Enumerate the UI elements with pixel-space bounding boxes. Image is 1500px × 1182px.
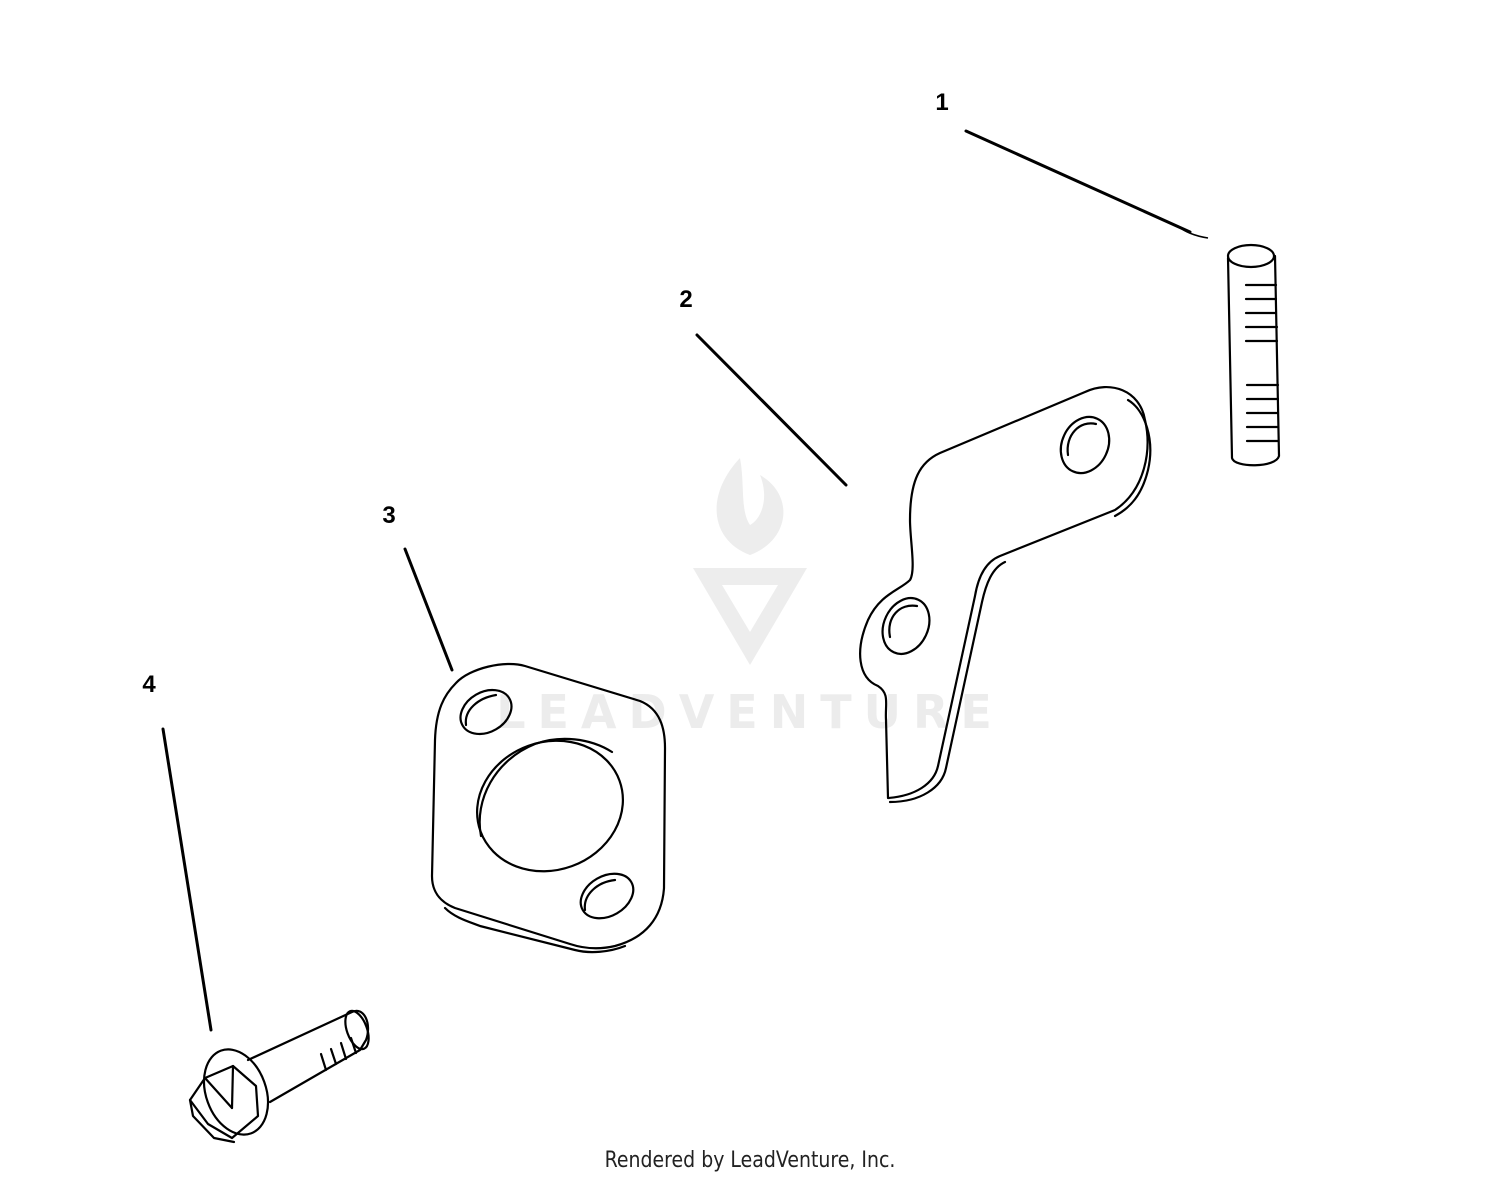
leader-line-1 bbox=[964, 129, 1192, 234]
callout-3[interactable]: 3 bbox=[382, 502, 395, 529]
callout-2[interactable]: 2 bbox=[679, 286, 692, 313]
bracket-part-2[interactable] bbox=[859, 385, 1152, 804]
footer-credit: Rendered by LeadVenture, Inc. bbox=[604, 1148, 896, 1173]
leader-line-1-tail bbox=[1177, 225, 1209, 239]
leader-line-4 bbox=[161, 727, 213, 1032]
callout-4[interactable]: 4 bbox=[142, 671, 156, 698]
leader-line-3 bbox=[403, 547, 454, 672]
bolt-part-4[interactable] bbox=[188, 1008, 373, 1144]
stud-part-1[interactable] bbox=[1226, 243, 1281, 467]
watermark-text: LEADVENTURE bbox=[496, 685, 1004, 739]
watermark-logo-icon bbox=[693, 458, 807, 665]
callout-1[interactable]: 1 bbox=[935, 89, 948, 116]
gasket-part-3[interactable] bbox=[430, 662, 667, 954]
leader-line-2 bbox=[695, 333, 848, 487]
watermark: LEADVENTURE bbox=[496, 458, 1004, 739]
